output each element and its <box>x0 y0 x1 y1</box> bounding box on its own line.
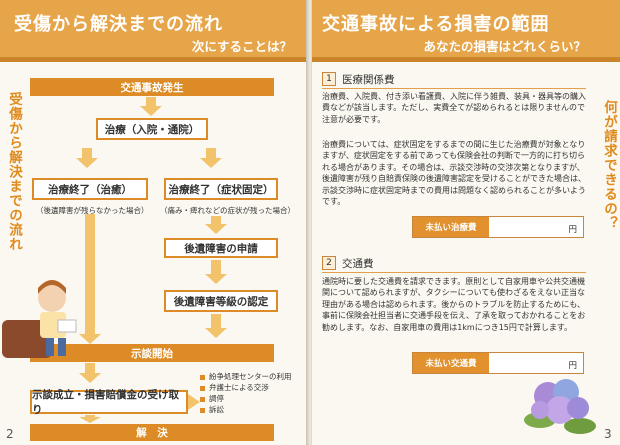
amount-label: 未払い治療費 <box>413 217 489 237</box>
section-divider <box>322 272 586 273</box>
page-number: 3 <box>604 427 612 441</box>
right-page: 交通事故による損害の範囲 あなたの損害はどれくらい？ 何が請求できるの？ 1 医… <box>312 0 620 445</box>
left-page-subtitle: 次にすることは？ <box>191 39 292 54</box>
yen-unit: 円 <box>568 361 577 371</box>
page-number: 2 <box>6 427 14 441</box>
section-paragraph: 治療費、入院費、付き添い看護費、入院に伴う雑費、装具・器具等の購入費などが該当し… <box>322 92 586 124</box>
unpaid-medical-amount-field: 未払い治療費 円 <box>412 216 584 238</box>
list-item: 紛争処理センターの利用 <box>200 371 292 382</box>
right-side-caption: 何が請求できるの？ <box>601 100 617 231</box>
left-header: 受傷から解決までの流れ 次にすることは？ <box>0 0 308 62</box>
amount-label: 未払い交通費 <box>413 353 489 373</box>
flow-grade: 後遺障害等級の認定 <box>164 290 278 312</box>
list-item: 訴訟 <box>200 404 292 415</box>
flow-end-cure-note: （後遺障害が残らなかった場合） <box>36 206 149 215</box>
flow-end-fixed-note: （痛み・痺れなどの症状が残った場合） <box>160 206 295 215</box>
section-paragraph: 治療費については、症状固定をするまでの間に生じた治療費が対象となりますが、症状固… <box>322 140 586 207</box>
person-reading-illustration <box>2 280 77 358</box>
right-page-subtitle: あなたの損害はどれくらい？ <box>423 39 586 54</box>
right-page-title: 交通事故による損害の範囲 <box>322 14 550 35</box>
section-number: 1 <box>322 72 336 86</box>
flow-end-fixed: 治療終了（症状固定） <box>164 178 278 200</box>
hydrangea-illustration <box>524 379 596 434</box>
section-title: 医療関係費 <box>342 74 395 86</box>
section-number: 2 <box>322 256 336 270</box>
flow-settlement: 示談成立・損害賠償金の受け取り <box>30 389 188 416</box>
right-header: 交通事故による損害の範囲 あなたの損害はどれくらい？ <box>312 0 620 62</box>
arrow-right-icon <box>188 394 200 410</box>
yen-unit: 円 <box>568 225 577 235</box>
flow-end-cure: 治療終了（治癒） <box>32 178 148 200</box>
dispute-options-list: 紛争処理センターの利用 弁護士による交渉 調停 訴訟 <box>200 371 292 415</box>
book-gutter <box>306 0 314 445</box>
flow-resolution: 解 決 <box>30 424 274 441</box>
flow-negotiation: 示談開始 <box>30 344 274 362</box>
section-divider <box>322 88 586 89</box>
left-side-caption: 受傷から解決までの流れ <box>6 92 22 252</box>
section-paragraph: 通院時に要した交通費を請求できます。原則として自家用車や公共交通機関について認め… <box>322 277 586 332</box>
left-page-title: 受傷から解決までの流れ <box>14 14 223 35</box>
section-title: 交通費 <box>342 258 374 270</box>
unpaid-transport-amount-field: 未払い交通費 円 <box>412 352 584 374</box>
flow-accident: 交通事故発生 <box>30 78 274 96</box>
flow-treatment: 治療（入院・通院） <box>96 118 208 140</box>
list-item: 弁護士による交渉 <box>200 382 292 393</box>
left-page: 受傷から解決までの流れ 次にすることは？ 受傷から解決までの流れ 交通事故発生 … <box>0 0 308 445</box>
flow-application: 後遺障害の申請 <box>164 238 278 258</box>
list-item: 調停 <box>200 393 292 404</box>
